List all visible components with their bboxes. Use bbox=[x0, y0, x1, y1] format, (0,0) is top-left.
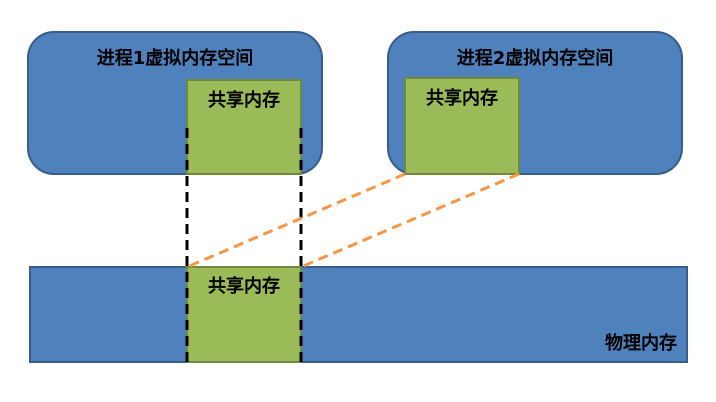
process1-shared-block bbox=[186, 79, 302, 175]
process2-title: 进程2虚拟内存空间 bbox=[457, 47, 614, 69]
physical-shared-label: 共享内存 bbox=[208, 275, 280, 297]
process1-title: 进程1虚拟内存空间 bbox=[97, 47, 254, 69]
process2-mapping-line-left bbox=[186, 172, 406, 269]
physical-memory-title: 物理内存 bbox=[605, 332, 677, 354]
process1-virtual-memory: 进程1虚拟内存空间 共享内存 bbox=[27, 31, 323, 175]
process2-virtual-memory: 进程2虚拟内存空间 共享内存 bbox=[387, 31, 683, 175]
process2-shared-block bbox=[404, 77, 520, 175]
process1-shared-label: 共享内存 bbox=[208, 89, 280, 111]
physical-shared-block bbox=[186, 266, 302, 363]
process2-mapping-lines bbox=[186, 172, 520, 269]
process2-mapping-line-right bbox=[300, 172, 520, 269]
physical-memory-box bbox=[29, 266, 688, 363]
process2-shared-label: 共享内存 bbox=[426, 87, 498, 109]
physical-memory: 共享内存 物理内存 bbox=[29, 266, 688, 363]
process1-mapping-lines bbox=[185, 128, 303, 362]
